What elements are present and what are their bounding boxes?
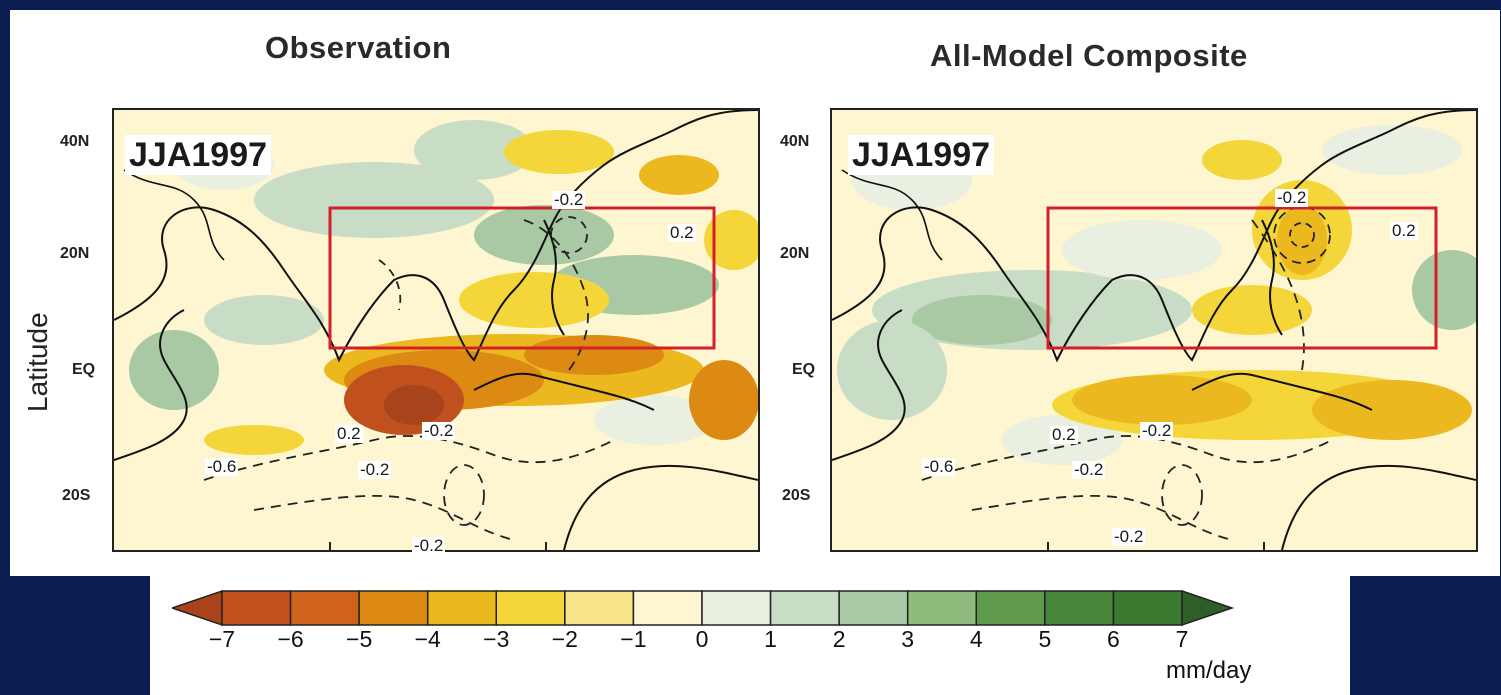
contour-label: -0.2 — [422, 421, 456, 440]
colorbar-swatch — [632, 590, 703, 626]
map-observation-svg — [114, 110, 758, 550]
colorbar-tick-label: 5 — [1038, 626, 1052, 652]
colorbar-arrow-low — [172, 589, 223, 627]
contour-label: 0.2 — [1390, 221, 1418, 240]
colorbar-tick-label: 4 — [969, 626, 983, 652]
colorbar-tick-label: −5 — [346, 626, 373, 652]
contour-label: -0.2 — [1072, 460, 1106, 479]
lat-tick-20n-right: 20N — [780, 245, 810, 262]
contour-label: -0.2 — [358, 460, 392, 479]
lat-tick-eq-left: EQ — [72, 361, 96, 378]
lat-tick-20s-right: 20S — [782, 487, 811, 504]
map-observation — [112, 108, 760, 552]
lat-tick-40n-right: 40N — [780, 133, 810, 150]
colorbar-tick-label: −6 — [277, 626, 304, 652]
colorbar-tick-label: −2 — [551, 626, 578, 652]
contour-label: 0.2 — [1050, 425, 1078, 444]
colorbar-tick-label: 0 — [695, 626, 709, 652]
lat-tick-eq-right: EQ — [792, 361, 816, 378]
panel-stamp-observation: JJA1997 — [125, 135, 272, 175]
colorbar-swatch — [701, 590, 772, 626]
colorbar-swatch — [769, 590, 840, 626]
colorbar-tick-label: 1 — [764, 626, 777, 652]
colorbar-swatch — [838, 590, 909, 626]
map-composite-svg — [832, 110, 1476, 550]
panel-title-composite: All-Model Composite — [930, 38, 1248, 73]
colorbar-unit: mm/day — [1166, 657, 1252, 684]
lat-tick-20s-left: 20S — [62, 487, 91, 504]
contour-label: -0.6 — [922, 457, 956, 476]
colorbar-arrow-high — [1181, 589, 1235, 627]
panel-title-observation: Observation — [265, 30, 452, 65]
colorbar-swatch — [221, 590, 292, 626]
colorbar-swatch — [289, 590, 360, 626]
contour-label: -0.2 — [1275, 188, 1309, 207]
y-axis-title: Latitude — [22, 312, 53, 412]
colorbar-tick-label: −3 — [483, 626, 510, 652]
contour-label: 0.2 — [335, 424, 363, 443]
colorbar-tick-label: 2 — [832, 626, 846, 652]
colorbar-tick-label: −4 — [414, 626, 441, 652]
lat-tick-20n-left: 20N — [60, 245, 90, 262]
colorbar-swatch — [1112, 590, 1183, 626]
colorbar-swatch — [495, 590, 566, 626]
contour-label: -0.2 — [1140, 421, 1174, 440]
colorbar-tick-label: 3 — [901, 626, 915, 652]
colorbar-swatch — [426, 590, 498, 626]
colorbar-swatch — [1044, 590, 1115, 626]
panel-stamp-composite: JJA1997 — [848, 135, 995, 175]
colorbar-swatch — [975, 590, 1046, 626]
lat-tick-40n-left: 40N — [60, 133, 90, 150]
colorbar — [172, 589, 1235, 627]
colorbar-tick-label: 7 — [1175, 626, 1189, 652]
contour-label: -0.2 — [1112, 527, 1146, 546]
colorbar-tick-label: −7 — [208, 626, 236, 652]
colorbar-swatch — [906, 590, 978, 626]
colorbar-tick-label: 6 — [1107, 626, 1120, 652]
colorbar-tick-label: −1 — [620, 626, 647, 652]
colorbar-swatch — [358, 590, 429, 626]
contour-label: -0.2 — [412, 536, 446, 555]
colorbar-swatch — [564, 590, 635, 626]
contour-label: 0.2 — [668, 223, 696, 242]
map-composite — [830, 108, 1478, 552]
contour-label: -0.2 — [552, 190, 586, 209]
contour-label: -0.6 — [205, 457, 239, 476]
